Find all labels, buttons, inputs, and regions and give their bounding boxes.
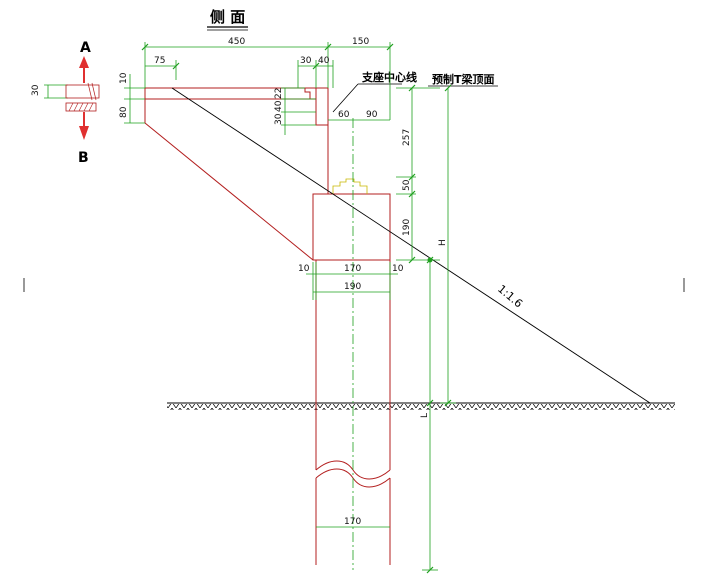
vertical-dimensions: 30 10 80 22 30 40 257 50 190 H L xyxy=(31,72,448,418)
back-wall-inner xyxy=(315,99,328,126)
pier-cap xyxy=(312,193,391,261)
svg-text:50: 50 xyxy=(402,179,412,191)
svg-text:257: 257 xyxy=(402,129,412,146)
svg-text:90: 90 xyxy=(366,110,378,120)
height-label: H xyxy=(438,239,448,246)
arrow-a-icon xyxy=(79,56,89,68)
length-label: L xyxy=(420,413,430,418)
slope-intersection xyxy=(427,257,433,263)
bearing-center-label: 支座中心线 xyxy=(361,70,417,84)
label-b: B xyxy=(78,150,89,166)
svg-text:450: 450 xyxy=(228,37,245,47)
svg-text:40: 40 xyxy=(274,100,284,112)
arrow-b-icon xyxy=(79,126,89,140)
svg-text:10: 10 xyxy=(392,264,404,274)
svg-text:30: 30 xyxy=(31,84,41,96)
svg-text:80: 80 xyxy=(119,106,129,118)
dimension-ticks xyxy=(141,43,452,574)
svg-text:10: 10 xyxy=(298,264,310,274)
svg-text:75: 75 xyxy=(154,56,165,66)
dimension-lines xyxy=(44,42,456,571)
beam-top-label: 预制T梁顶面 xyxy=(432,72,495,86)
bearing-pad xyxy=(332,178,368,194)
section-hatch xyxy=(65,102,97,112)
back-wall xyxy=(316,87,329,194)
section-cut-marker xyxy=(65,56,100,140)
slope-label: 1:1.6 xyxy=(495,282,525,310)
svg-text:190: 190 xyxy=(344,282,361,292)
bearing-label-leader xyxy=(332,83,359,113)
wing-slope xyxy=(144,99,314,261)
svg-text:30: 30 xyxy=(274,113,284,125)
view-title: 侧 面 xyxy=(210,8,245,26)
label-a: A xyxy=(80,40,91,56)
slope-line xyxy=(171,87,651,404)
svg-text:150: 150 xyxy=(352,37,369,47)
svg-text:30: 30 xyxy=(300,56,312,66)
svg-text:22: 22 xyxy=(274,88,284,99)
horizontal-dimensions: 450 150 75 30 40 60 90 10 170 10 190 170 xyxy=(154,37,404,527)
svg-text:60: 60 xyxy=(338,110,350,120)
cap-beam xyxy=(144,87,317,100)
svg-text:40: 40 xyxy=(318,56,330,66)
ground-hatch xyxy=(167,404,675,410)
wall-notch xyxy=(304,88,311,99)
svg-text:170: 170 xyxy=(344,517,361,527)
svg-text:10: 10 xyxy=(119,72,129,84)
svg-text:170: 170 xyxy=(344,264,361,274)
svg-text:190: 190 xyxy=(402,219,412,236)
